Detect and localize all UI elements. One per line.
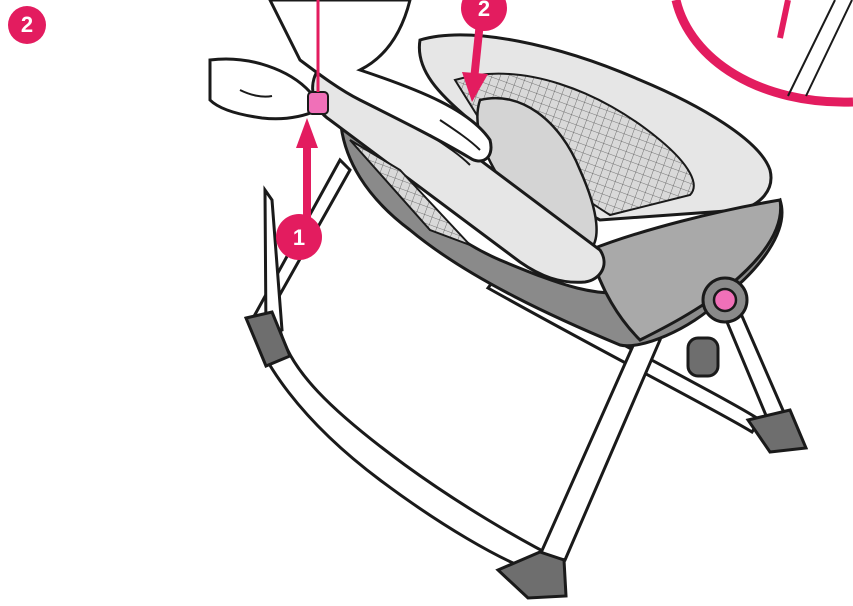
callout-2-label: 2 xyxy=(478,0,490,21)
side-knob xyxy=(688,338,718,376)
front-rocker-outer xyxy=(250,320,560,572)
foot-cap-front-left xyxy=(246,312,290,366)
front-right-upright xyxy=(540,330,660,560)
detail-inset xyxy=(676,0,853,102)
detail-inset-frame-line xyxy=(788,0,852,96)
left-hand xyxy=(210,59,318,119)
release-button-icon xyxy=(308,92,328,114)
callout-1-badge: 1 xyxy=(276,214,322,260)
side-release-button-icon xyxy=(714,289,736,311)
callout-2-badge: 2 xyxy=(461,0,507,31)
callout-1-label: 1 xyxy=(293,225,305,250)
